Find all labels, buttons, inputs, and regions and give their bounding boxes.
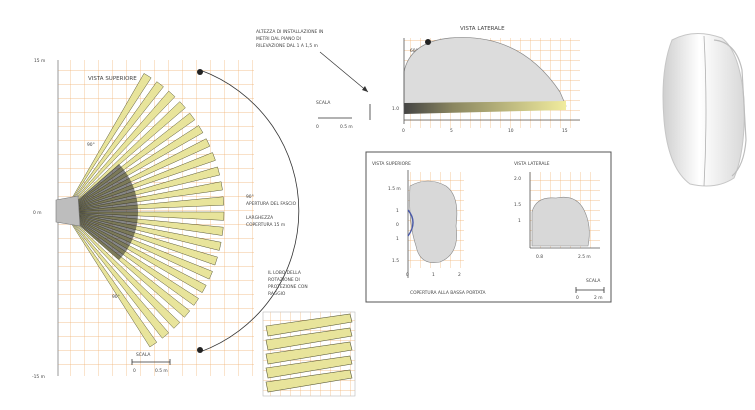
coverage-right-label: VISTA LATERALE — [514, 161, 550, 167]
beam-ray — [63, 81, 164, 213]
beam-ray — [63, 211, 181, 329]
edge-note: 90° — [112, 294, 120, 300]
side-note-2: METRI DAL PIANO DI — [256, 36, 301, 42]
arc-marker-top — [197, 69, 203, 75]
top-view-left-tick: 0 m — [33, 210, 41, 216]
top-scale-1: 0.5 m — [155, 368, 168, 374]
top-scale-0: 0 — [133, 368, 136, 374]
side-x-tick-0: 0 — [402, 128, 405, 134]
beam-detail-stripes — [265, 313, 353, 393]
coverage-right-x-1: 2.5 m — [578, 254, 591, 260]
coverage-left-x-1: 1 — [432, 272, 435, 278]
coverage-right-tick-1: 1.5 — [514, 202, 521, 208]
beam-detail-stripe — [265, 313, 353, 337]
top-scale-label: SCALA — [136, 352, 150, 358]
coverage-left-blob — [409, 180, 458, 263]
coverage-left-tick-3: 1 — [396, 236, 399, 242]
side-x-tick-1: 5 — [450, 128, 453, 134]
top-view-diagram: 15 m -15 m 0 m VISTA SUPERIORE 90° 90° 9… — [32, 58, 300, 380]
side-x-tick-2: 10 — [508, 128, 514, 134]
sensor-body — [662, 33, 745, 187]
coverage-scale-0: 0 — [576, 295, 579, 301]
sensor-seam — [703, 35, 707, 187]
mid-note-2: APERTURA DEL FASCIO — [246, 201, 297, 207]
low-range-coverage-panel: VISTA SUPERIORE VISTA LATERALE 1.5 m 1 0… — [365, 151, 612, 303]
beam-fan — [63, 73, 225, 348]
beam-note-4: RAGGIO — [268, 291, 286, 297]
sensor-mount — [713, 39, 747, 177]
beam-note-3: PROTEZIONE CON — [268, 284, 308, 290]
coverage-arc — [199, 69, 300, 353]
mid-note-3: LARGHEZZA — [246, 215, 273, 221]
top-view-scale: SCALA 0 0.5 m — [131, 352, 171, 374]
side-scale-label: SCALA — [316, 100, 330, 106]
beam-detail-stripe — [265, 327, 353, 351]
angle-note: 90° — [87, 142, 95, 148]
sensor-outline — [55, 195, 81, 227]
side-view-label: VISTA LATERALE — [460, 26, 505, 32]
coverage-left-tick-2: 0 — [396, 222, 399, 228]
beam-detail-stripe — [265, 369, 353, 393]
coverage-scale-label: SCALA — [586, 278, 600, 284]
beam-core — [64, 164, 139, 260]
side-view-scale: SCALA 0 0.5 m — [316, 100, 371, 130]
coverage-left-x-0: 0 — [406, 272, 409, 278]
beam-note-2: ROTAZIONE DI — [268, 277, 300, 283]
side-note-1: ALTEZZA DI INSTALLAZIONE IN — [256, 29, 323, 35]
top-view-y-top: 15 m — [34, 58, 45, 64]
top-view-y-bottom: -15 m — [32, 374, 45, 380]
side-beam — [404, 101, 566, 114]
coverage-scale: SCALA 0 2 m — [575, 278, 605, 301]
side-angle: 60° — [410, 48, 418, 54]
coverage-right-tick-0: 2.0 — [514, 176, 521, 182]
coverage-left-tick-0: 1.5 m — [388, 186, 401, 192]
beam-ray — [63, 90, 176, 213]
side-note-3: RILEVAZIONE DAL 1 A 1,5 m — [256, 43, 318, 49]
coverage-right-x-0: 0.8 — [536, 254, 543, 260]
side-view-diagram: ALTEZZA DI INSTALLAZIONE IN METRI DAL PI… — [256, 26, 580, 134]
side-coverage-shape — [403, 37, 567, 107]
coverage-left-tick-1: 1 — [396, 208, 399, 214]
side-height-marker: 1.0 — [392, 106, 399, 112]
coverage-right-blob — [531, 196, 590, 247]
beam-detail-stripe — [265, 355, 353, 379]
beam-ray — [63, 73, 152, 213]
side-sensor-marker — [425, 39, 431, 45]
arc-marker-bottom — [197, 347, 203, 353]
coverage-left-tick-4: 1.5 — [392, 258, 399, 264]
sensor-product-image — [662, 33, 747, 187]
side-x-tick-3: 15 — [562, 128, 568, 134]
side-scale-0: 0 — [316, 124, 319, 130]
mid-note-1: 90° — [246, 194, 254, 200]
side-scale-1: 0.5 m — [340, 124, 353, 130]
coverage-scale-1: 2 m — [594, 295, 602, 301]
beam-ray — [63, 101, 186, 213]
beam-ray — [63, 211, 170, 339]
coverage-left-x-2: 2 — [458, 272, 461, 278]
coverage-caption: COPERTURA ALLA BASSA PORTATA — [410, 290, 486, 296]
beam-detail-stripe — [265, 341, 353, 365]
beam-ray — [63, 211, 158, 348]
beam-detail: IL LOBO DELLA ROTAZIONE DI PROTEZIONE CO… — [262, 270, 356, 397]
coverage-left-label: VISTA SUPERIORE — [372, 161, 411, 167]
mid-note-4: COPERTURA 15 m — [246, 222, 285, 228]
coverage-left-arc — [407, 209, 414, 237]
top-view-label: VISTA SUPERIORE — [88, 76, 137, 82]
coverage-right-tick-2: 1 — [518, 218, 521, 224]
beam-note-1: IL LOBO DELLA — [268, 270, 301, 276]
